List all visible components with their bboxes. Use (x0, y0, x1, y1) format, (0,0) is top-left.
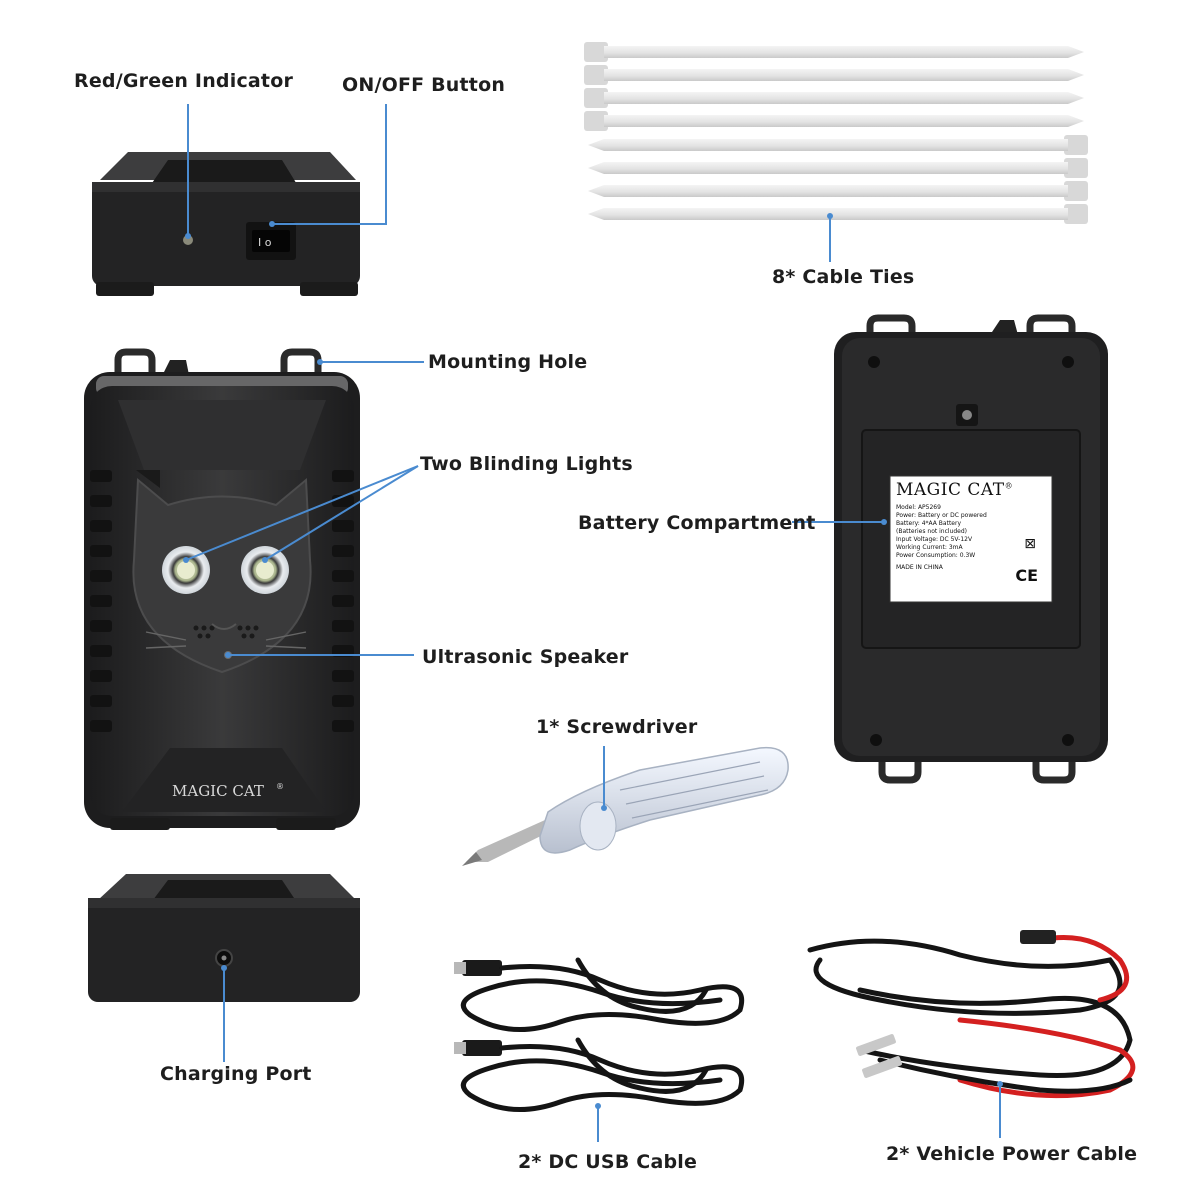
device-back-view (834, 314, 1108, 784)
label-line: Working Current: 3mA (896, 544, 963, 551)
battery-label-sticker (889, 475, 1053, 603)
ce-mark: CE (1015, 566, 1038, 585)
ultrasonic-speaker-label: Ultrasonic Speaker (422, 646, 629, 668)
label-line: Power: Battery or DC powered (896, 512, 987, 519)
charging-port-label: Charging Port (160, 1063, 312, 1085)
blinding-lights-label: Two Blinding Lights (420, 453, 633, 475)
vehicle-power-cable-label: 2* Vehicle Power Cable (886, 1143, 1138, 1165)
cable-ties (584, 42, 1088, 224)
brand-logo-front: MAGIC CAT (172, 782, 264, 800)
label-line: Power Consumption: 0.3W (896, 552, 976, 559)
recycle-bin-icon: ⊠ (1024, 536, 1036, 552)
indicator-label: Red/Green Indicator (74, 70, 294, 92)
label-line: MADE IN CHINA (896, 564, 943, 571)
device-top-view: I o (92, 152, 360, 296)
screwdriver-item (462, 746, 789, 866)
label-line: Input Voltage: DC 5V-12V (896, 536, 973, 543)
dc-usb-cable-label: 2* DC USB Cable (518, 1151, 698, 1173)
speaker-grille-icon (193, 625, 259, 639)
callout-lines (185, 104, 1001, 1142)
svg-text:®: ® (276, 782, 284, 791)
label-line: Model: AP5269 (896, 504, 941, 511)
device-bottom-view (88, 874, 360, 1002)
onoff-label: ON/OFF Button (342, 74, 506, 96)
dc-usb-cables (454, 957, 744, 1113)
cable-ties-label: 8* Cable Ties (772, 266, 915, 288)
brand-logo-back: MAGIC CAT (896, 480, 1005, 500)
label-line: (Batteries not included) (896, 528, 968, 535)
callout-dots (183, 213, 1003, 1109)
mounting-hole-label: Mounting Hole (428, 351, 588, 373)
battery-label-text: MAGIC CAT® Model: AP5269 Power: Battery … (896, 480, 1038, 585)
device-front-view: MAGIC CAT ® (84, 348, 360, 830)
svg-text:I o: I o (258, 236, 272, 249)
label-line: Battery: 4*AA Battery (896, 520, 962, 527)
vehicle-power-cables (807, 930, 1136, 1099)
battery-compartment-label: Battery Compartment (578, 512, 816, 534)
screwdriver-label: 1* Screwdriver (536, 716, 698, 738)
